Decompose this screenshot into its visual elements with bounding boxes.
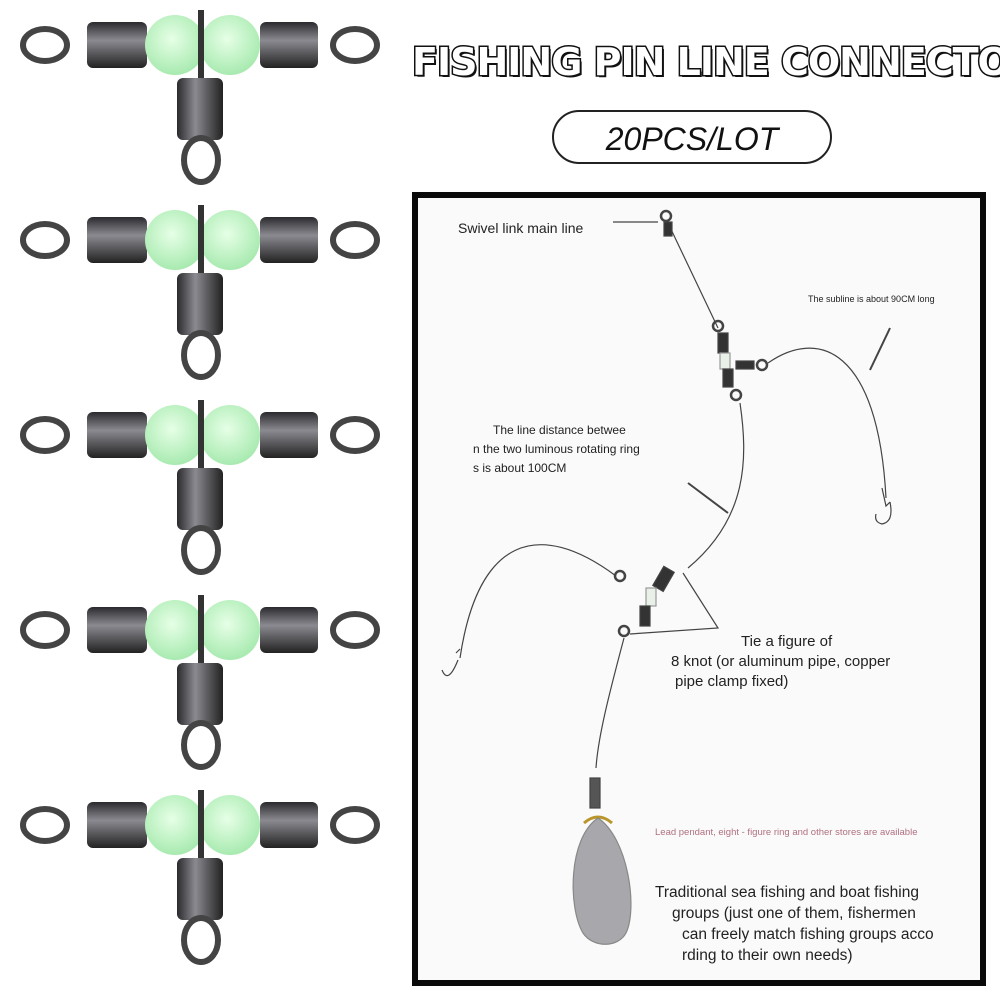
traditional-label-line: Traditional sea fishing and boat fishing [655, 884, 919, 901]
triple-swivel-image [15, 195, 385, 385]
distance-label-line: s is about 100CM [473, 461, 567, 475]
triple-swivel-image [15, 390, 385, 580]
distance-label: The line distance betwee n the two lumin… [473, 421, 640, 478]
knot-label-line: 8 knot (or aluminum pipe, copper [671, 653, 891, 670]
product-title: FISHING PIN LINE CONNECTOR [411, 39, 1000, 86]
triple-swivel-image [15, 780, 385, 970]
traditional-label-line: can freely match fishing groups acco [682, 926, 934, 943]
distance-label-line: The line distance betwee [493, 423, 626, 437]
knot-label: Tie a figure of 8 knot (or aluminum pipe… [671, 632, 890, 692]
triple-swivel-image [15, 0, 385, 190]
traditional-label-line: groups (just one of them, fishermen [672, 905, 916, 922]
knot-label-line: Tie a figure of [741, 633, 833, 650]
triple-swivel-image [15, 585, 385, 775]
distance-label-line: n the two luminous rotating ring [473, 442, 640, 456]
quantity-badge: 20PCS/LOT [552, 110, 832, 164]
traditional-label: Traditional sea fishing and boat fishing… [655, 882, 934, 966]
traditional-label-line: rding to their own needs) [682, 947, 853, 964]
rig-diagram: Swivel link main line The subline is abo… [412, 192, 986, 986]
subline-label: The subline is about 90CM long [808, 294, 935, 304]
swivel-link-label: Swivel link main line [458, 220, 584, 236]
knot-label-line: pipe clamp fixed) [675, 673, 789, 690]
lead-note: Lead pendant, eight - figure ring and ot… [655, 827, 918, 838]
rig-lines [441, 209, 892, 945]
